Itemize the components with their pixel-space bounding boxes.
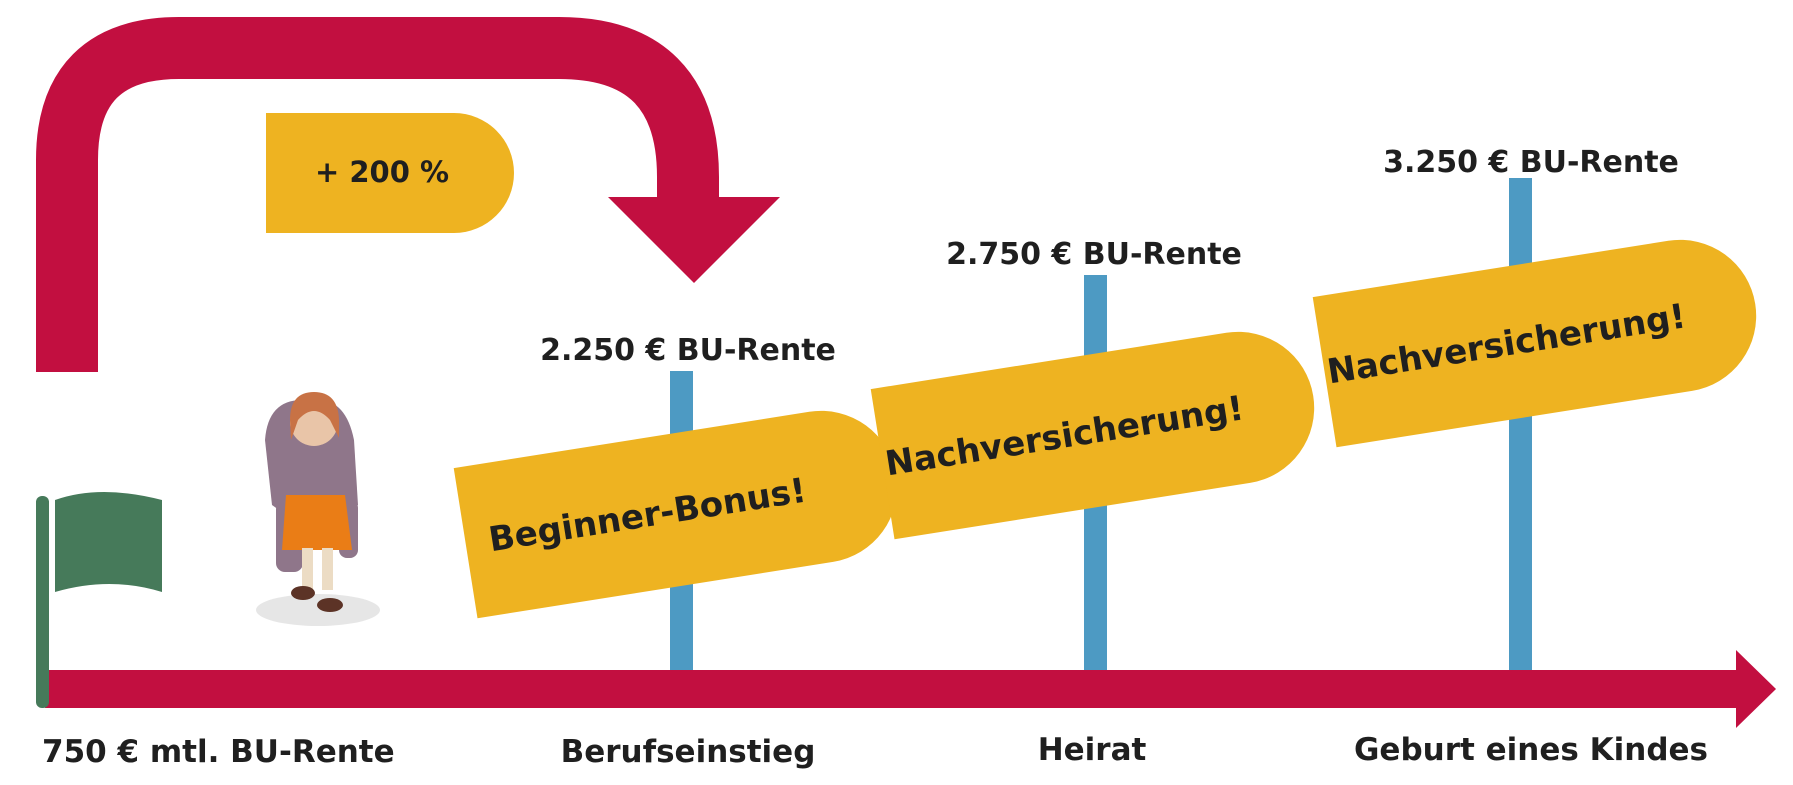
milestone-marker: [1509, 178, 1532, 670]
green-flag-icon: [36, 492, 162, 708]
jump-arrowhead-icon: [608, 197, 780, 283]
schoolgirl-figure-icon: [256, 392, 380, 626]
milestone-badge: Beginner-Bonus!: [453, 410, 898, 619]
milestone-badge: Nachversicherung!: [870, 331, 1315, 540]
jump-arrow: [36, 17, 719, 372]
start-label: 750 € mtl. BU-Rente: [42, 734, 395, 770]
timeline-arrowhead-icon: [1736, 650, 1776, 728]
timeline-axis: [45, 670, 1740, 708]
jump-badge-text: + 200 %: [315, 155, 449, 189]
milestone-axis-label: Heirat: [1038, 732, 1147, 768]
milestone-amount-label: 3.250 € BU-Rente: [1383, 145, 1679, 180]
milestone-axis-label: Geburt eines Kindes: [1354, 732, 1708, 768]
milestone-badge: Nachversicherung!: [1312, 239, 1757, 448]
milestone-axis-label: Berufseinstieg: [561, 734, 816, 770]
milestone-amount-label: 2.750 € BU-Rente: [946, 237, 1242, 272]
milestone-amount-label: 2.250 € BU-Rente: [540, 333, 836, 368]
jump-badge: [266, 113, 514, 233]
